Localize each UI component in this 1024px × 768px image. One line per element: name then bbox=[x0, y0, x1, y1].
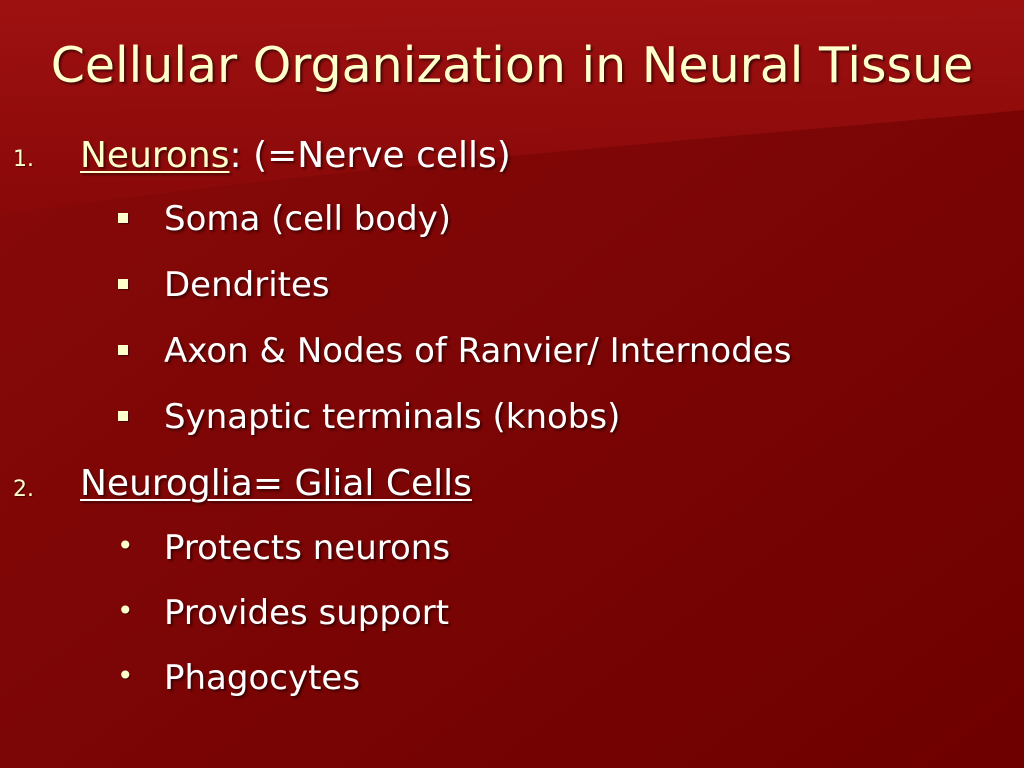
item-number-2: 2. bbox=[13, 477, 34, 502]
sub-item-text: Axon & Nodes of Ranvier/ Internodes bbox=[164, 331, 792, 371]
sub-item-text: Phagocytes bbox=[164, 658, 361, 698]
list-item-neurons: Neurons: (=Nerve cells) bbox=[80, 134, 511, 178]
square-bullet-icon bbox=[118, 279, 128, 289]
sub-item-text: Provides support bbox=[164, 593, 450, 633]
sub-item-text: Synaptic terminals (knobs) bbox=[164, 397, 621, 437]
background-swoosh bbox=[0, 0, 1024, 215]
round-bullet-icon: • bbox=[117, 594, 134, 627]
slide-title: Cellular Organization in Neural Tissue bbox=[50, 37, 974, 94]
square-bullet-icon bbox=[118, 345, 128, 355]
neurons-description: : (=Nerve cells) bbox=[229, 135, 511, 176]
square-bullet-icon bbox=[118, 411, 128, 421]
item-number-1: 1. bbox=[13, 147, 34, 172]
neurons-link[interactable]: Neurons bbox=[80, 135, 230, 176]
sub-item-text: Soma (cell body) bbox=[164, 199, 452, 239]
sub-item-text: Protects neurons bbox=[164, 528, 451, 568]
list-item-neuroglia: Neuroglia= Glial Cells bbox=[80, 462, 472, 506]
round-bullet-icon: • bbox=[117, 529, 134, 562]
neuroglia-link[interactable]: Neuroglia= Glial Cells bbox=[80, 463, 472, 504]
sub-item-text: Dendrites bbox=[164, 265, 330, 305]
round-bullet-icon: • bbox=[117, 659, 134, 692]
square-bullet-icon bbox=[118, 213, 128, 223]
